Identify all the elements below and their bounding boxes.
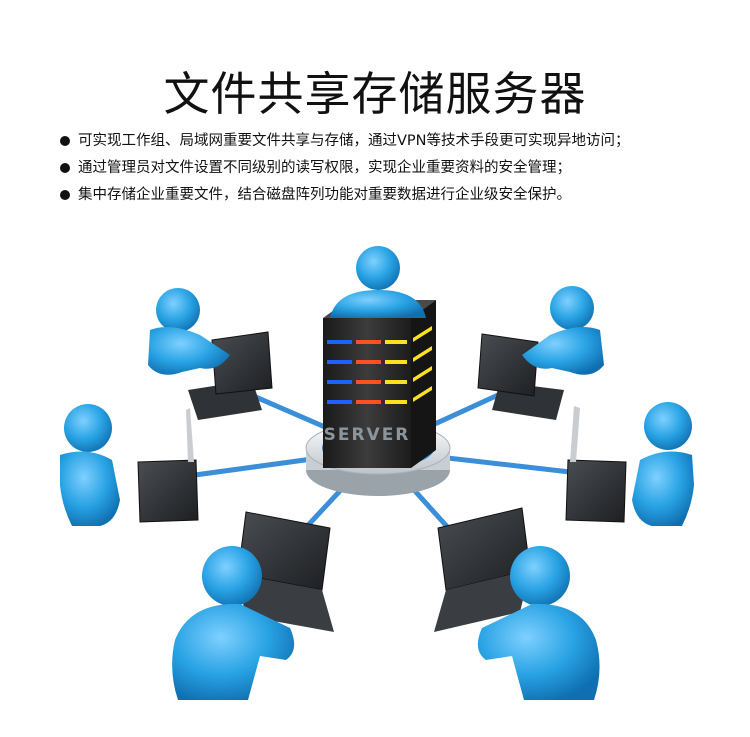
server-label: SERVER [324,425,411,445]
feature-item: 可实现工作组、局域网重要文件共享与存储，通过VPN等技术手段更可实现异地访问； [58,128,630,155]
feature-item: 集中存储企业重要文件，结合磁盘阵列功能对重要数据进行企业级安全保护。 [58,182,630,209]
client-right [565,402,694,526]
laptop [137,408,199,523]
network-diagram: SERVER [60,246,694,700]
client-top-right [477,286,604,420]
client-bottom-left [172,511,334,700]
person [522,286,604,375]
server-tower: SERVER [323,300,436,468]
person [148,288,230,375]
client-top-left [148,288,273,420]
person [60,404,120,526]
server-lights [327,326,432,404]
laptop [188,331,273,420]
bullet-icon [60,163,70,173]
person-top [330,246,426,318]
laptop [477,333,564,420]
person [172,546,295,700]
feature-list: 可实现工作组、局域网重要文件共享与存储，通过VPN等技术手段更可实现异地访问； … [58,128,630,209]
person [477,546,600,700]
client-left [60,404,199,526]
feature-text: 可实现工作组、局域网重要文件共享与存储，通过VPN等技术手段更可实现异地访问； [78,133,630,149]
client-bottom-right [434,507,600,700]
laptop [565,406,627,523]
person [632,402,694,526]
feature-text: 通过管理员对文件设置不同级别的读写权限，实现企业重要资料的安全管理； [78,160,571,176]
bullet-icon [60,190,70,200]
laptop [434,507,531,632]
page-title: 文件共享存储服务器 [163,67,587,121]
feature-item: 通过管理员对文件设置不同级别的读写权限，实现企业重要资料的安全管理； [58,155,630,182]
bullet-icon [60,136,70,146]
feature-text: 集中存储企业重要文件，结合磁盘阵列功能对重要数据进行企业级安全保护。 [78,187,571,203]
